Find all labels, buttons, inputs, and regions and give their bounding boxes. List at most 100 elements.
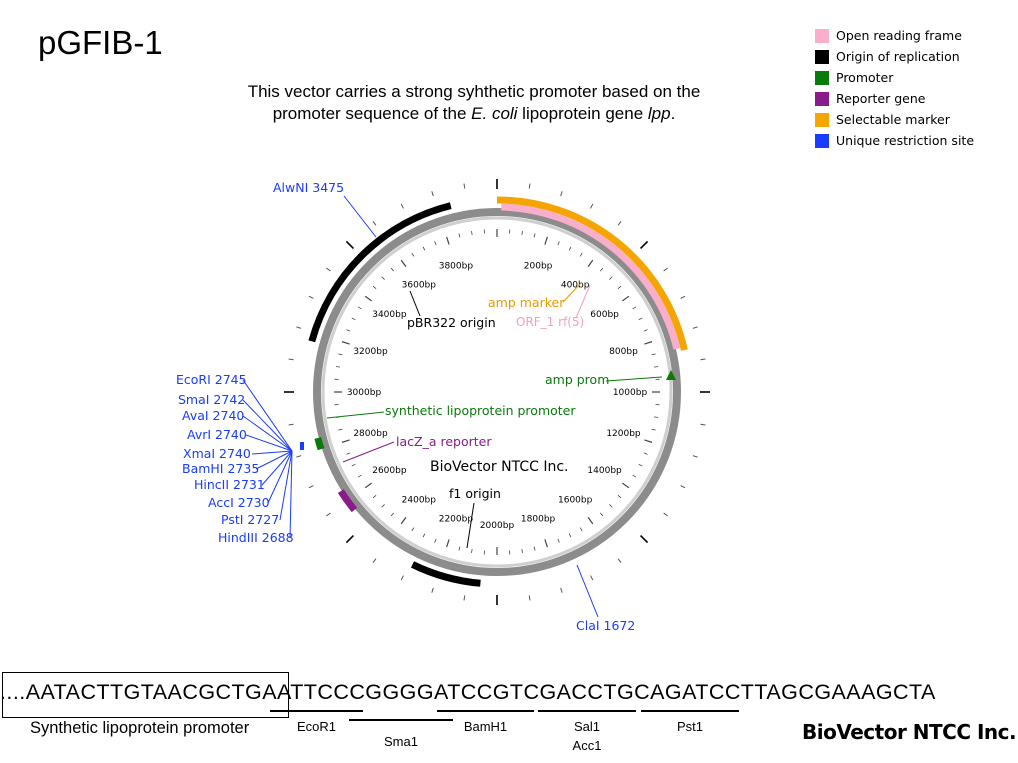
ruler-tick bbox=[579, 252, 583, 257]
ruler-tick bbox=[599, 267, 604, 272]
ruler-tick bbox=[533, 233, 536, 238]
ruler-tick bbox=[335, 366, 341, 368]
outer-tick bbox=[692, 455, 698, 458]
ruler-tick bbox=[651, 428, 656, 431]
ruler-tick bbox=[653, 416, 659, 418]
ruler-tick bbox=[422, 246, 426, 251]
ruler-tick bbox=[651, 353, 656, 356]
ruler-label: 3000bp bbox=[347, 388, 382, 398]
selectable-marker-arc bbox=[496, 196, 688, 351]
legend-swatch bbox=[815, 49, 829, 64]
ruler-tick bbox=[364, 482, 372, 489]
ruler-tick bbox=[446, 539, 450, 548]
description-text: lipoprotein gene bbox=[517, 104, 648, 123]
leader-line bbox=[245, 434, 293, 452]
outer-tick bbox=[700, 423, 706, 426]
legend-label: Reporter gene bbox=[836, 91, 926, 106]
leader-line bbox=[242, 399, 293, 452]
site-underline-ecor1 bbox=[270, 710, 363, 712]
ruler-tick bbox=[599, 512, 604, 517]
restriction-site-label: HindIII 2688 bbox=[218, 530, 294, 545]
ruler-tick bbox=[533, 546, 536, 551]
restriction-site-label: AlwNI 3475 bbox=[273, 180, 344, 195]
plasmid-title: pGFIB-1 bbox=[38, 24, 163, 61]
outer-tick bbox=[528, 183, 531, 189]
outer-tick-marks bbox=[284, 179, 710, 605]
ruler-tick bbox=[643, 329, 648, 332]
feature-label-lacz: lacZ_a reporter bbox=[396, 434, 492, 449]
outer-tick bbox=[431, 587, 434, 593]
site-underline-sal1 bbox=[538, 710, 636, 712]
outer-tick bbox=[663, 512, 668, 517]
site-underline-pst1 bbox=[641, 710, 739, 712]
ruler-tick bbox=[390, 267, 395, 272]
ruler-tick bbox=[351, 463, 356, 467]
vector-description: This vector carries a strong syhthetic p… bbox=[218, 81, 730, 125]
leader-line bbox=[605, 376, 663, 382]
ruler-labels: 200bp400bp600bp800bp1000bp1200bp1400bp16… bbox=[347, 262, 648, 531]
feature-label-orf: ORF_1 rf(5) bbox=[516, 315, 584, 329]
inner-tick-marks bbox=[334, 229, 660, 555]
ruler-label: 2200bp bbox=[439, 514, 474, 524]
ruler-tick bbox=[609, 276, 613, 280]
ruler-tick bbox=[338, 428, 343, 431]
restriction-site-label: HincII 2731 bbox=[194, 477, 265, 492]
outer-tick bbox=[400, 203, 404, 209]
ruler-tick bbox=[434, 241, 437, 246]
ruler-label: 1200bp bbox=[606, 429, 641, 439]
restriction-site-label: SmaI 2742 bbox=[178, 392, 245, 407]
site-label-bamh1: BamH1 bbox=[463, 719, 508, 734]
ruler-label: 400bp bbox=[561, 280, 590, 290]
ruler-tick bbox=[372, 494, 377, 499]
ruler-tick bbox=[351, 317, 356, 321]
ruler-label: 800bp bbox=[609, 347, 638, 357]
legend-item-promoter: Promoter bbox=[815, 67, 974, 88]
restriction-site-label: AvrI 2740 bbox=[187, 427, 247, 442]
backbone-ring bbox=[313, 208, 681, 576]
ruler-tick bbox=[400, 259, 407, 267]
ruler-tick bbox=[568, 533, 572, 538]
legend-item-origin: Origin of replication bbox=[815, 46, 974, 67]
site-underline-sma1 bbox=[349, 719, 453, 721]
ruler-tick bbox=[422, 533, 426, 538]
ruler-tick bbox=[653, 366, 659, 368]
outer-tick bbox=[617, 221, 622, 226]
restriction-site-marker bbox=[300, 442, 304, 450]
ruler-label: 600bp bbox=[590, 310, 619, 320]
outer-tick bbox=[288, 423, 294, 426]
ruler-tick bbox=[458, 546, 461, 551]
site-label-sal1: Sal1 bbox=[573, 719, 601, 734]
legend-swatch bbox=[815, 133, 829, 148]
site-label-pst1: Pst1 bbox=[676, 719, 703, 734]
ruler-tick bbox=[632, 306, 637, 310]
company-name: BioVector NTCC Inc. bbox=[802, 720, 1017, 744]
ruler-tick bbox=[411, 527, 415, 532]
ruler-tick bbox=[411, 252, 415, 257]
ruler-tick bbox=[346, 452, 351, 455]
outer-tick bbox=[590, 575, 594, 581]
legend-label: Origin of replication bbox=[836, 49, 960, 64]
ruler-label: 3600bp bbox=[402, 280, 437, 290]
plasmid-map: 200bp400bp600bp800bp1000bp1200bp1400bp16… bbox=[176, 179, 710, 633]
site-label-ecor1: EcoR1 bbox=[296, 719, 337, 734]
ruler-label: 3400bp bbox=[372, 310, 407, 320]
ruler-tick bbox=[381, 504, 385, 508]
outer-tick bbox=[296, 326, 302, 329]
leader-line bbox=[279, 450, 293, 521]
ruler-tick bbox=[390, 512, 395, 517]
outer-tick bbox=[700, 358, 706, 361]
backbone-ring-inner bbox=[321, 216, 673, 568]
ruler-tick bbox=[579, 527, 583, 532]
ruler-label: 3200bp bbox=[353, 347, 388, 357]
ruler-label: 1800bp bbox=[521, 514, 556, 524]
outer-tick bbox=[663, 267, 668, 272]
feature-label-synthetic-promoter: synthetic lipoprotein promoter bbox=[385, 403, 576, 418]
restriction-site-leaders bbox=[242, 379, 293, 539]
outer-tick bbox=[528, 595, 531, 601]
ruler-tick bbox=[446, 236, 450, 245]
map-center-label: BioVector NTCC Inc. bbox=[430, 459, 568, 475]
leader-line bbox=[267, 450, 293, 504]
outer-tick bbox=[617, 558, 622, 563]
outer-tick bbox=[639, 534, 649, 544]
site-label-acc1: Acc1 bbox=[572, 738, 602, 753]
